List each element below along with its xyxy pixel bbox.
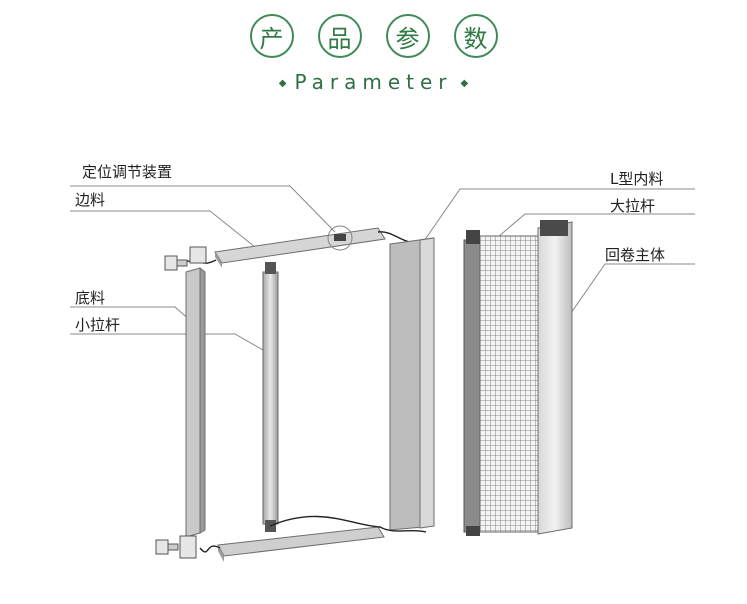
label-side-profile: 边料 bbox=[75, 191, 105, 209]
label-large-pull-bar: 大拉杆 bbox=[610, 197, 655, 215]
top-side-profile bbox=[214, 227, 386, 268]
label-bottom-profile: 底料 bbox=[75, 289, 105, 307]
title-char-3: 参 bbox=[385, 14, 430, 58]
diamond-right-icon: ◆ bbox=[460, 78, 469, 89]
title-char-1: 产 bbox=[249, 14, 294, 58]
title-char-2: 品 bbox=[317, 14, 362, 58]
small-pull-bar bbox=[262, 262, 279, 532]
label-small-pull-bar: 小拉杆 bbox=[75, 316, 120, 334]
diamond-left-icon: ◆ bbox=[278, 78, 287, 89]
bottom-corner-bracket bbox=[155, 535, 197, 559]
subtitle: ◆ Parameter ◆ bbox=[0, 70, 747, 94]
label-roll-body: 回卷主体 bbox=[605, 246, 665, 264]
bottom-side-profile bbox=[217, 526, 385, 562]
bottom-profile bbox=[185, 266, 206, 538]
l-inner-profile bbox=[389, 237, 435, 531]
label-l-inner-profile: L型内料 bbox=[610, 170, 663, 188]
roll-body-assembly bbox=[463, 220, 573, 536]
subtitle-text: Parameter bbox=[294, 70, 453, 94]
positioning-clip bbox=[334, 234, 346, 241]
cord-bottom bbox=[199, 515, 427, 553]
leader-lines bbox=[70, 185, 695, 355]
top-corner-bracket bbox=[164, 246, 207, 271]
label-positioning: 定位调节装置 bbox=[82, 163, 172, 181]
title-char-4: 数 bbox=[453, 14, 498, 58]
positioning-device bbox=[327, 225, 353, 251]
title-row: 产 品 参 数 bbox=[0, 14, 747, 74]
